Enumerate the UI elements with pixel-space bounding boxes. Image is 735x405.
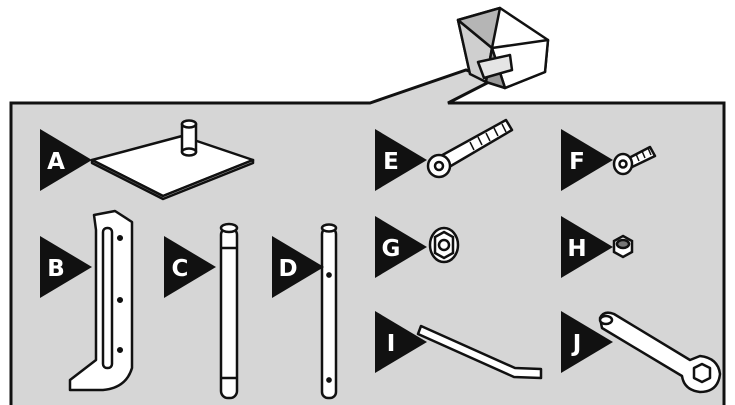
part-i-hex-key xyxy=(416,324,543,380)
marker-letter: J xyxy=(571,331,582,357)
marker-letter: D xyxy=(278,256,297,282)
marker-triangle xyxy=(40,129,92,191)
marker-triangle xyxy=(272,236,324,298)
part-e-bolt xyxy=(426,118,514,179)
marker-letter: G xyxy=(382,236,401,262)
marker-g: G xyxy=(375,216,427,278)
part-h-hex-nut xyxy=(612,234,634,259)
part-d-rod xyxy=(320,223,338,400)
marker-triangle xyxy=(375,129,427,191)
marker-triangle xyxy=(561,311,613,373)
marker-c: C xyxy=(164,236,216,298)
marker-h: H xyxy=(561,216,613,278)
marker-letter: F xyxy=(569,149,585,175)
marker-triangle xyxy=(561,129,613,191)
marker-triangle xyxy=(561,216,613,278)
marker-e: E xyxy=(375,129,427,191)
box-icon xyxy=(456,6,550,90)
part-j-wrench xyxy=(598,311,722,394)
marker-d: D xyxy=(272,236,324,298)
marker-j: J xyxy=(561,311,613,373)
marker-letter: B xyxy=(47,256,65,282)
part-a-base-plate xyxy=(90,119,255,201)
marker-triangle xyxy=(375,216,427,278)
part-markers: A B C D E F G H I J xyxy=(40,129,613,373)
part-c-tube xyxy=(219,222,239,400)
part-g-flange-nut xyxy=(428,226,460,264)
marker-triangle xyxy=(164,236,216,298)
marker-letter: E xyxy=(383,149,399,175)
marker-letter: H xyxy=(567,236,586,262)
marker-triangle xyxy=(375,311,427,373)
marker-letter: A xyxy=(47,149,65,175)
marker-triangle xyxy=(40,236,92,298)
marker-letter: I xyxy=(387,331,396,357)
part-f-screw xyxy=(612,145,657,176)
marker-a: A xyxy=(40,129,92,191)
part-b-l-bracket xyxy=(68,209,134,392)
marker-f: F xyxy=(561,129,613,191)
marker-i: I xyxy=(375,311,427,373)
marker-b: B xyxy=(40,236,92,298)
marker-letter: C xyxy=(172,256,189,282)
